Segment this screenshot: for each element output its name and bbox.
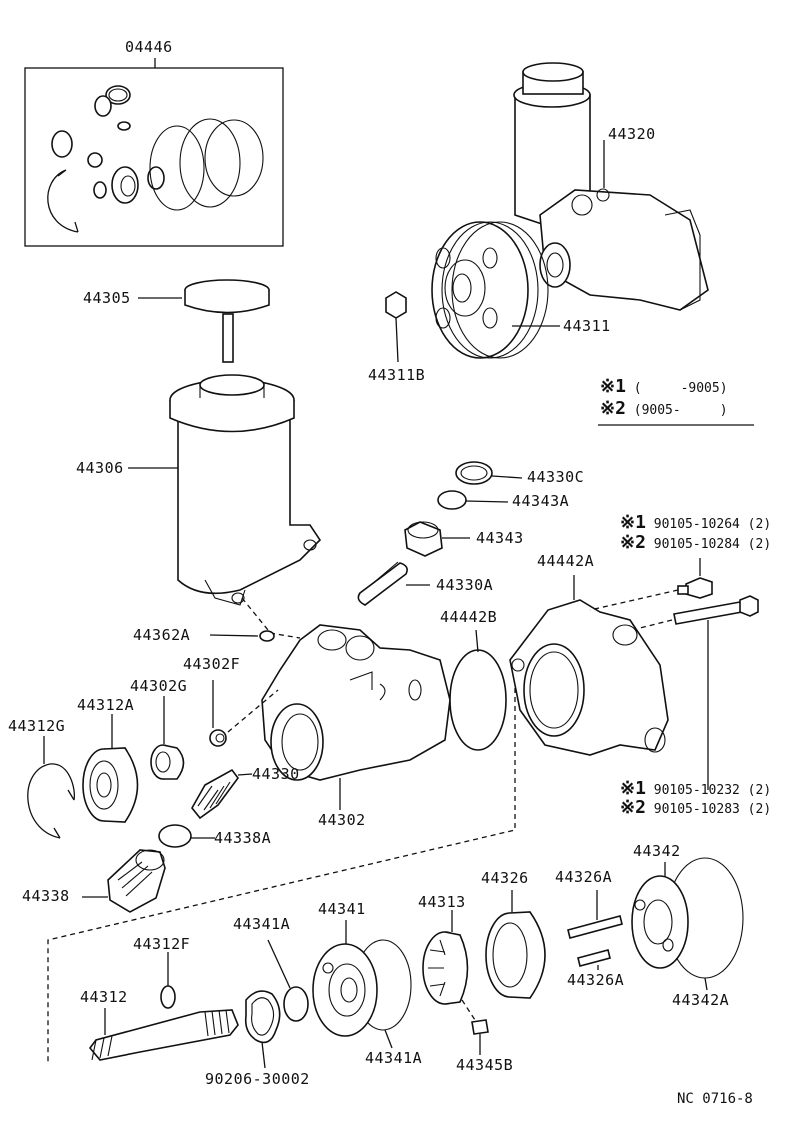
label-o-ring-341a-top: 44341A xyxy=(233,915,291,933)
label-gasket-90206: 90206-30002 xyxy=(205,1070,310,1088)
label-seal-g: 44302G xyxy=(130,677,188,695)
snap-ring-44312f-drawing xyxy=(160,952,176,1009)
legend-row-1-text: ( -9005) xyxy=(633,381,728,396)
label-gasket-342a: 44342A xyxy=(672,991,730,1009)
label-pump-assembly: 44320 xyxy=(608,125,656,143)
label-vane: 44345B xyxy=(456,1056,514,1074)
gasket-44442b-drawing xyxy=(449,629,507,751)
bolt-top-row-1-mark: ※1 xyxy=(620,512,646,533)
label-cap: 44305 xyxy=(83,289,131,307)
pulley-44311-drawing xyxy=(431,221,560,359)
reservoir-44306-drawing xyxy=(128,374,322,631)
label-bearing: 44312A xyxy=(77,696,135,714)
label-cam-ring: 44326 xyxy=(481,869,529,887)
bolt-bottom-row-2-text: 90105-10283 (2) xyxy=(653,802,772,817)
label-gasket-b: 44442B xyxy=(440,608,498,626)
label-spring: 44330A xyxy=(436,576,494,594)
housing-44302-drawing xyxy=(261,624,451,810)
legend-row-2: ※2 (9005- ) xyxy=(600,400,728,418)
legend-row-2-text: (9005- ) xyxy=(633,403,728,418)
label-bracket: 44442A xyxy=(537,552,595,570)
bolt-long-drawing xyxy=(639,595,759,790)
label-snap-ring-c: 44330C xyxy=(527,468,585,486)
union-44302f-drawing xyxy=(209,680,279,747)
pump-assembly-44320-drawing xyxy=(513,62,709,311)
seal-44302g-drawing xyxy=(150,696,185,780)
pin-44326a-top-drawing xyxy=(567,890,623,939)
bolt-top-row-2-text: 90105-10284 (2) xyxy=(653,537,772,552)
label-kit: 04446 xyxy=(125,38,173,56)
bolt-top-row-2: ※2 90105-10284 (2) xyxy=(620,534,771,552)
bolt-bottom-row-1-mark: ※1 xyxy=(620,778,646,799)
label-pin-a-bottom: 44326A xyxy=(567,971,625,989)
shaft-44312-drawing xyxy=(88,1008,239,1061)
label-union-f: 44302F xyxy=(183,655,241,673)
bolt-top-row-1-text: 90105-10264 (2) xyxy=(653,517,772,532)
cap-44305-drawing xyxy=(138,279,270,363)
vane-44345b-drawing xyxy=(471,1019,489,1055)
label-pulley: 44311 xyxy=(563,317,611,335)
label-housing: 44302 xyxy=(318,811,366,829)
label-o-ring-362a: 44362A xyxy=(133,626,191,644)
legend-row-1: ※1 ( -9005) xyxy=(600,378,728,396)
side-plate-44341-drawing xyxy=(312,920,412,1049)
label-o-ring-341a-bottom: 44341A xyxy=(365,1049,423,1067)
valve-stack-drawing xyxy=(357,461,523,606)
nut-44311b-drawing xyxy=(385,291,407,363)
bolt-bottom-row-1-text: 90105-10232 (2) xyxy=(653,783,772,798)
label-o-ring-338a: 44338A xyxy=(214,829,272,847)
o-ring-44341a-top-drawing xyxy=(267,939,309,1022)
legend-row-2-mark: ※2 xyxy=(600,398,626,419)
label-side-plate: 44341 xyxy=(318,900,366,918)
label-pin-a-top: 44326A xyxy=(555,868,613,886)
bolt-short-drawing xyxy=(589,558,713,611)
rear-plate-44342-drawing xyxy=(631,857,744,991)
cam-ring-44326-drawing xyxy=(485,890,546,999)
label-o-ring-a: 44343A xyxy=(512,492,570,510)
subassembly-dashed-boundary xyxy=(47,688,516,1062)
label-snap-ring-f: 44312F xyxy=(133,935,191,953)
label-rear-plate: 44342 xyxy=(633,842,681,860)
kit-04446-drawing xyxy=(24,58,284,247)
label-rotor: 44313 xyxy=(418,893,466,911)
bolt-bottom-row-1: ※1 90105-10232 (2) xyxy=(620,780,771,798)
flow-valve-44330-drawing xyxy=(191,768,253,820)
label-flow-valve: 44330 xyxy=(252,765,300,783)
label-nut: 44311B xyxy=(368,366,426,384)
label-union: 44338 xyxy=(22,887,70,905)
o-ring-44338a-drawing xyxy=(158,824,215,848)
label-reservoir: 44306 xyxy=(76,459,124,477)
o-ring-44362a-drawing xyxy=(209,630,275,642)
bracket-44442a-drawing xyxy=(509,575,669,756)
bolt-top-row-1: ※1 90105-10264 (2) xyxy=(620,514,771,532)
bolt-bottom-row-2-mark: ※2 xyxy=(620,797,646,818)
pin-44326a-bottom-drawing xyxy=(577,949,611,970)
rotor-44313-drawing xyxy=(422,910,476,1021)
label-shaft: 44312 xyxy=(80,988,128,1006)
union-44338-drawing xyxy=(82,849,166,913)
gasket-90206-drawing xyxy=(244,990,281,1069)
legend-row-1-mark: ※1 xyxy=(600,376,626,397)
bolt-top-row-2-mark: ※2 xyxy=(620,532,646,553)
bearing-44312a-drawing xyxy=(82,714,139,823)
bolt-bottom-row-2: ※2 90105-10283 (2) xyxy=(620,799,771,817)
snap-ring-44312g-drawing xyxy=(27,736,76,839)
label-valve: 44343 xyxy=(476,529,524,547)
figure-code: NC 0716-8 xyxy=(677,1091,753,1107)
label-snap-ring-g: 44312G xyxy=(8,717,66,735)
